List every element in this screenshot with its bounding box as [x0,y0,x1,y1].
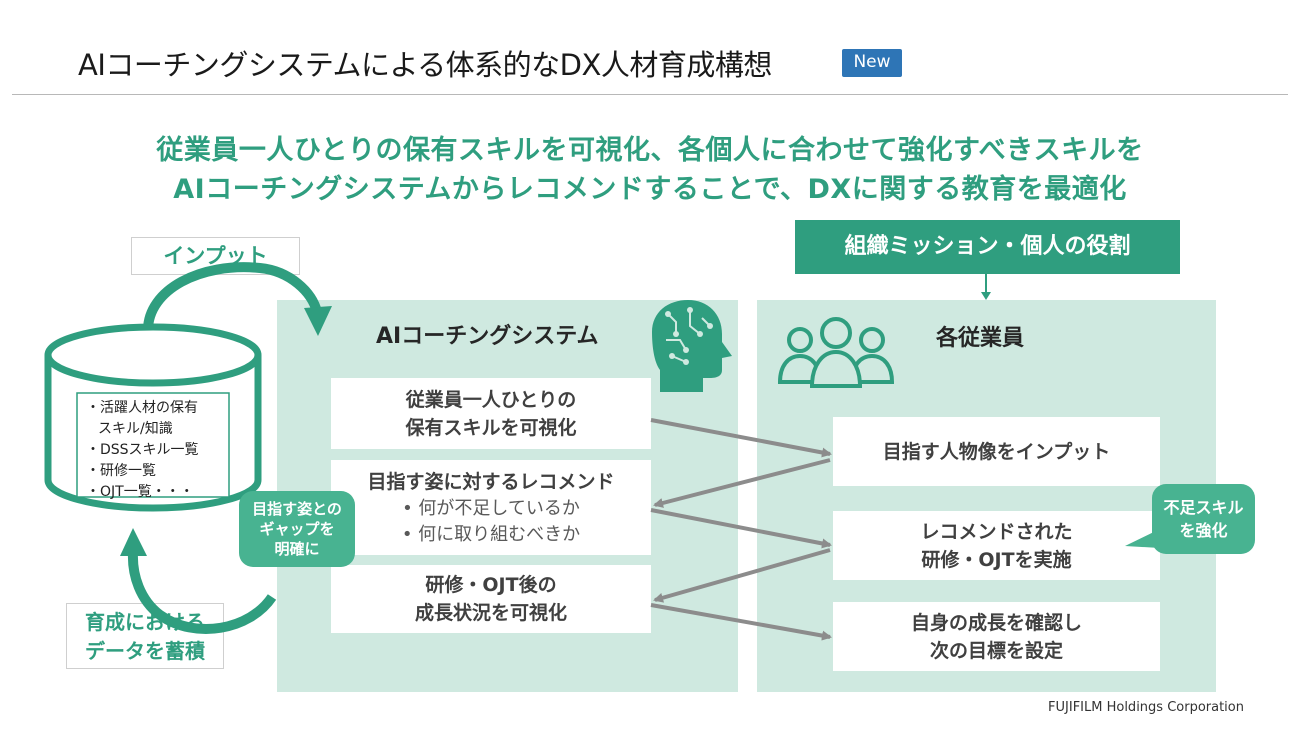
bubble-line: 目指す姿との [252,500,342,518]
bubble-line: を強化 [1179,521,1228,540]
training-card: レコメンドされた 研修・OJTを実施 [833,511,1160,580]
database-item: ・活躍人材の保有 [86,400,198,416]
growth-visualization-card: 研修・OJT後の 成長状況を可視化 [331,565,651,633]
bubble-line: ギャップを [259,520,335,538]
gap-clarify-bubble: 目指す姿との ギャップを 明確に [239,491,355,567]
database-icon [44,323,262,512]
mission-down-arrow [981,274,991,300]
database-item-list: ・活躍人材の保有 スキル/知識 ・DSSスキル一覧 ・研修一覧 ・OJT一覧・・… [86,398,199,503]
people-group-icon [777,317,895,388]
accumulate-data-label: 育成における データを蓄積 [66,603,224,669]
employee-panel-title: 各従業員 [936,326,1025,351]
data-accumulation-arrow [120,528,277,634]
card-line: 研修・OJTを実施 [921,548,1072,571]
database-item: スキル/知識 [98,421,173,437]
card-bullet: • 何が不足しているか [402,497,580,519]
database-item: ・DSSスキル一覧 [86,442,199,458]
header-divider [12,94,1288,95]
flow-arrows [650,418,832,641]
card-line: 成長状況を可視化 [414,602,567,624]
card-line: 従業員一人ひとりの [405,388,577,411]
skill-visualization-card: 従業員一人ひとりの 保有スキルを可視化 [331,378,651,449]
recommendation-card: 目指す姿に対するレコメンド • 何が不足しているか • 何に取り組むべきか [331,460,651,555]
card-bullet: • 何に取り組むべきか [401,523,581,545]
page-title: AIコーチングシステムによる体系的なDX人材育成構想 [78,48,772,82]
target-persona-card: 目指す人物像をインプット [833,417,1160,486]
database-item: ・研修一覧 [86,463,156,479]
bubble-line: 明確に [274,540,320,558]
card-line: 研修・OJT後の [425,574,557,596]
input-flow-arrow [143,262,332,336]
card-line: 保有スキルを可視化 [405,416,577,439]
accumulate-label-line-2: データを蓄積 [85,639,205,663]
mission-label: 組織ミッション・個人の役割 [795,220,1180,274]
card-line: 目指す人物像をインプット [882,440,1111,463]
card-title: 目指す姿に対するレコメンド [367,470,615,493]
footer-copyright: FUJIFILM Holdings Corporation [1048,700,1244,715]
skill-strengthen-bubble: 不足スキル を強化 [1152,484,1255,554]
headline-line-2: AIコーチングシステムからレコメンドすることで、DXに関する教育を最適化 [173,174,1127,205]
bubble-line: 不足スキル [1163,498,1244,517]
card-line: 自身の成長を確認し [910,611,1082,634]
card-line: 次の目標を設定 [929,639,1063,662]
headline-line-1: 従業員一人ひとりの保有スキルを可視化、各個人に合わせて強化すべきスキルを [156,135,1144,166]
database-item: ・OJT一覧・・・ [86,484,194,500]
ai-brain-head-icon [652,300,732,392]
ai-panel-title: AIコーチングシステム [376,324,599,349]
card-line: レコメンドされた [920,520,1073,543]
growth-check-card: 自身の成長を確認し 次の目標を設定 [833,602,1160,671]
new-badge: New [842,49,902,77]
